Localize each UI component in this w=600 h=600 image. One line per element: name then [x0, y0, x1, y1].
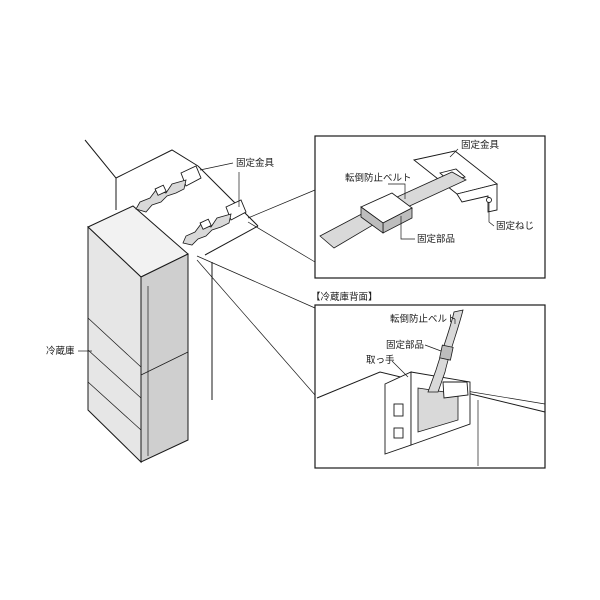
detail-box-bracket: 固定金具 転倒防止ベルト 固定部品 固定ねじ — [314, 135, 546, 279]
zoom-line-1a — [247, 189, 316, 219]
leader-d2-fixing — [424, 344, 442, 352]
fridge-side — [140, 253, 189, 463]
bracket-assembly-lower — [182, 199, 247, 246]
leader-d2-handle — [391, 360, 409, 378]
wall-floor-edge — [204, 225, 259, 256]
detail2-handle-slot-2 — [393, 427, 404, 439]
detail2-fridge-back-edge — [459, 389, 546, 405]
fridge-side-line — [140, 351, 189, 376]
detail1-screw-icon — [486, 197, 492, 203]
callout-fridge: 冷蔵庫 — [46, 345, 92, 357]
fixing-part-upper — [154, 184, 167, 196]
bracket-assembly-upper — [135, 165, 202, 213]
detail2-fridge-top-edge — [316, 371, 546, 413]
label-d1-belt: 転倒防止ベルト — [345, 172, 412, 184]
detail-box-back: 【冷蔵庫背面】 転倒防止ベルト 固定部品 取っ手 — [311, 291, 546, 469]
leader-bracket-main-1 — [199, 162, 234, 171]
label-d1-bracket: 固定金具 — [461, 139, 500, 151]
label-d2-title: 【冷蔵庫背面】 — [311, 291, 378, 303]
zoom-connectors — [196, 189, 316, 396]
fixing-part-lower — [199, 218, 212, 230]
leader-d1-fixing — [400, 216, 415, 240]
label-bracket-main: 固定金具 — [236, 157, 275, 169]
label-fridge: 冷蔵庫 — [46, 345, 75, 357]
fridge-drawer-line-1 — [87, 317, 142, 368]
detail2-belt-loop — [442, 381, 469, 399]
callout-bracket-main: 固定金具 — [199, 157, 275, 207]
wall-top-edge — [115, 149, 199, 179]
wall — [84, 139, 259, 400]
fridge-drawer-line-3 — [87, 381, 142, 431]
wall-right-edge — [197, 165, 259, 227]
detail1-bracket-flange — [456, 183, 498, 213]
label-d2-handle: 取っ手 — [366, 354, 395, 366]
label-d1-fixing: 固定部品 — [417, 233, 455, 245]
label-d1-screw: 固定ねじ — [496, 220, 534, 232]
wall-corner-edge-left — [84, 139, 117, 210]
fridge-drawer-line-2 — [87, 349, 142, 399]
zoom-line-2a — [196, 255, 316, 309]
detail2-fixing-part — [439, 344, 454, 361]
leader-d1-bracket — [449, 148, 459, 158]
zoom-line-2b — [196, 259, 316, 396]
belt-lower — [182, 213, 232, 246]
label-d2-fixing: 固定部品 — [386, 339, 424, 351]
label-d2-belt: 転倒防止ベルト — [390, 313, 457, 325]
detail2-handle-slot — [393, 403, 404, 417]
leader-d1-belt — [388, 183, 406, 199]
belt-upper — [135, 179, 187, 213]
refrigerator — [87, 205, 189, 464]
detail1-buckle-front — [360, 206, 384, 234]
zoom-line-1b — [247, 221, 316, 263]
leader-d1-screw — [488, 203, 495, 227]
